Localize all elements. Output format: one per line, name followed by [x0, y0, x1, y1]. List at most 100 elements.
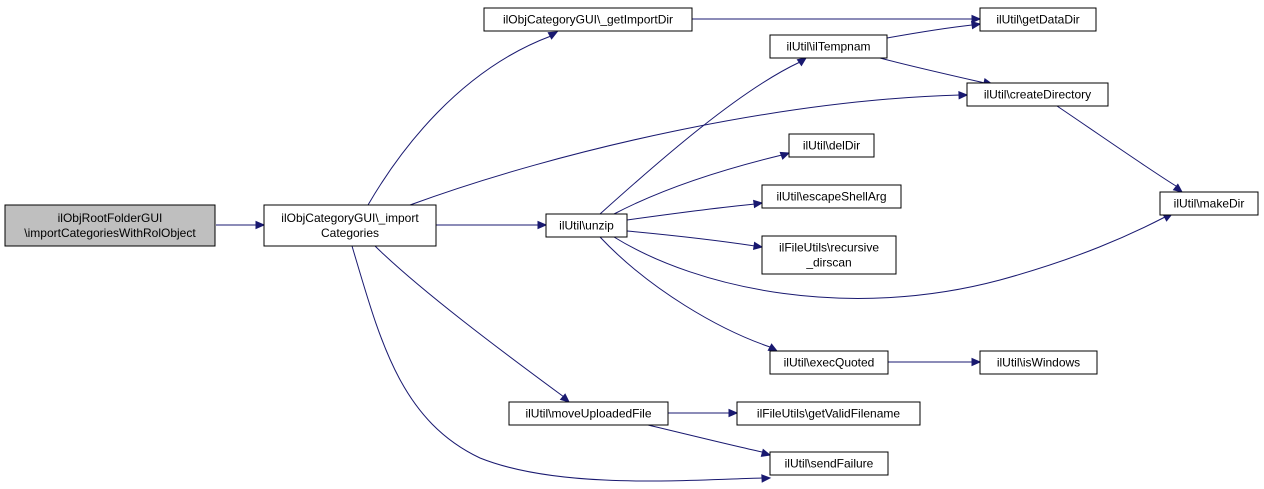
- node-recursive[interactable]: ilFileUtils\recursive_dirscan: [761, 235, 897, 275]
- edge-tempnam-to-getDataDir: [886, 20, 982, 39]
- node-sendFailure[interactable]: ilUtil\sendFailure: [769, 451, 889, 476]
- edge-arrowhead: [971, 357, 982, 367]
- edge-line: [599, 236, 771, 348]
- edge-arrowhead: [728, 408, 739, 418]
- node-box: [1159, 191, 1259, 216]
- edge-line: [409, 94, 961, 206]
- node-root[interactable]: ilObjRootFolderGUI\importCategoriesWithR…: [4, 204, 216, 247]
- node-box: [483, 7, 693, 32]
- node-getImportDir[interactable]: ilObjCategoryGUI\_getImportDir: [483, 7, 693, 32]
- node-box: [788, 133, 875, 158]
- edge-execQuoted-to-isWindows: [887, 357, 982, 367]
- node-getDataDir[interactable]: ilUtil\getDataDir: [979, 7, 1097, 32]
- edge-getImportDir-to-getDataDir: [692, 14, 982, 24]
- edge-import-to-sendFailure: [351, 245, 772, 483]
- edge-arrowhead: [547, 31, 559, 40]
- node-label: ilUtil\escapeShellArg: [776, 190, 886, 204]
- nodes-layer: ilObjRootFolderGUI\importCategoriesWithR…: [4, 7, 1259, 476]
- node-createDir[interactable]: ilUtil\createDirectory: [966, 82, 1109, 107]
- edge-arrowhead: [752, 241, 764, 251]
- edge-import-to-getImportDir: [367, 31, 559, 206]
- edge-unzip-to-escape: [626, 199, 764, 221]
- edge-import-to-moveUploaded: [374, 245, 570, 403]
- node-box: [263, 204, 437, 247]
- node-box: [545, 213, 628, 238]
- edge-line: [1056, 105, 1177, 187]
- node-moveUploaded[interactable]: ilUtil\moveUploadedFile: [508, 401, 669, 426]
- edge-arrowhead: [1172, 183, 1183, 193]
- node-box: [966, 82, 1109, 107]
- edge-line: [626, 230, 756, 247]
- node-label: _dirscan: [805, 256, 851, 270]
- edge-arrowhead: [796, 57, 808, 67]
- node-escape[interactable]: ilUtil\escapeShellArg: [761, 184, 902, 209]
- edge-arrowhead: [761, 474, 772, 483]
- node-box: [979, 350, 1098, 375]
- edge-arrowhead: [971, 14, 982, 24]
- edge-line: [374, 245, 565, 398]
- edge-arrowhead: [958, 91, 969, 100]
- node-makeDir[interactable]: ilUtil\makeDir: [1159, 191, 1259, 216]
- edge-arrowhead: [255, 220, 266, 230]
- edge-line: [613, 154, 783, 215]
- node-box: [769, 350, 889, 375]
- edge-line: [886, 24, 973, 39]
- edge-unzip-to-tempnam: [599, 57, 808, 215]
- node-box: [979, 7, 1097, 32]
- node-box: [736, 401, 921, 426]
- node-label: ilFileUtils\getValidFilename: [757, 407, 900, 421]
- edge-arrowhead: [559, 393, 570, 403]
- edge-arrowhead: [779, 151, 791, 160]
- node-label: \importCategoriesWithRolObject: [24, 226, 196, 240]
- edge-createDir-to-makeDir: [1056, 105, 1183, 193]
- node-label: ilUtil\createDirectory: [984, 88, 1091, 102]
- node-box: [769, 34, 888, 59]
- edges-layer: [215, 14, 1183, 483]
- node-label: ilUtil\makeDir: [1174, 197, 1245, 211]
- node-unzip[interactable]: ilUtil\unzip: [545, 213, 628, 238]
- node-label: ilUtil\isWindows: [997, 356, 1080, 370]
- edge-arrowhead: [760, 448, 772, 457]
- edge-import-to-unzip: [435, 220, 548, 230]
- node-label: ilFileUtils\recursive: [779, 241, 879, 255]
- node-box: [761, 235, 897, 275]
- node-box: [508, 401, 669, 426]
- node-label: ilUtil\moveUploadedFile: [525, 407, 651, 421]
- node-tempnam[interactable]: ilUtil\ilTempnam: [769, 34, 888, 59]
- node-validFilename[interactable]: ilFileUtils\getValidFilename: [736, 401, 921, 426]
- node-isWindows[interactable]: ilUtil\isWindows: [979, 350, 1098, 375]
- edge-line: [351, 245, 763, 482]
- edge-line: [599, 61, 801, 215]
- node-label: ilUtil\delDir: [803, 139, 860, 153]
- edge-line: [647, 424, 763, 453]
- node-label: Categories: [321, 226, 379, 240]
- edge-arrowhead: [970, 20, 982, 30]
- node-label: ilUtil\unzip: [559, 219, 614, 233]
- node-label: ilObjRootFolderGUI: [58, 211, 163, 225]
- node-label: ilObjCategoryGUI\_getImportDir: [503, 13, 673, 27]
- edge-line: [613, 216, 1166, 299]
- node-label: ilUtil\getDataDir: [996, 13, 1079, 27]
- edge-arrowhead: [537, 220, 548, 230]
- node-label: ilUtil\execQuoted: [784, 356, 875, 370]
- node-label: ilUtil\sendFailure: [785, 457, 874, 471]
- node-label: ilUtil\ilTempnam: [786, 40, 870, 54]
- edge-unzip-to-recursive: [626, 230, 764, 251]
- node-box: [769, 451, 889, 476]
- edge-import-to-createDir: [409, 91, 969, 206]
- edge-unzip-to-delDir: [613, 151, 791, 215]
- node-import[interactable]: ilObjCategoryGUI\_importCategories: [263, 204, 437, 247]
- edge-moveUploaded-to-validFilename: [667, 408, 739, 418]
- edge-line: [626, 203, 756, 221]
- edge-root-to-import: [215, 220, 266, 230]
- node-label: ilObjCategoryGUI\_import: [281, 211, 419, 225]
- node-execQuoted[interactable]: ilUtil\execQuoted: [769, 350, 889, 375]
- edge-arrowhead: [753, 199, 764, 209]
- edge-moveUploaded-to-sendFailure: [647, 424, 772, 457]
- node-box: [4, 204, 216, 247]
- edge-line: [879, 57, 986, 84]
- edge-unzip-to-execQuoted: [599, 236, 779, 352]
- node-delDir[interactable]: ilUtil\delDir: [788, 133, 875, 158]
- node-box: [761, 184, 902, 209]
